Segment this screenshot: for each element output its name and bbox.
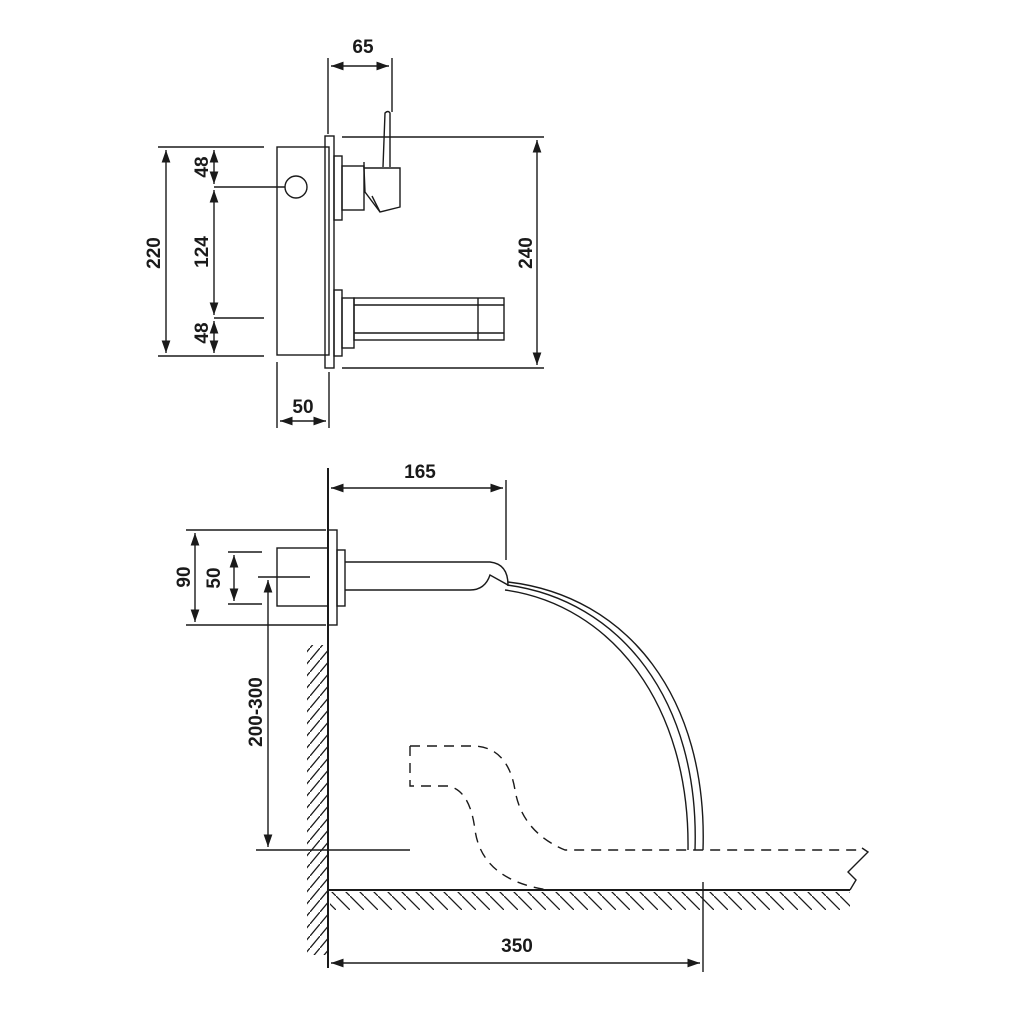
dim-install-height: 200-300 bbox=[246, 576, 410, 851]
dim-body-height: 50 bbox=[204, 551, 262, 605]
handle-hole bbox=[284, 175, 308, 199]
dim-text-124: 124 bbox=[192, 236, 213, 268]
wall-plate bbox=[324, 135, 335, 369]
dim-text-240: 240 bbox=[516, 237, 537, 269]
top-view: 65 240 220 48 124 48 bbox=[144, 37, 544, 428]
dim-text-165: 165 bbox=[404, 462, 436, 483]
dim-chain: 48 124 48 bbox=[192, 150, 264, 353]
lever-handle bbox=[333, 110, 401, 221]
side-view: 165 90 50 200-300 350 bbox=[174, 462, 870, 972]
dim-lever-width: 65 bbox=[327, 37, 393, 134]
dim-basin-distance: 350 bbox=[331, 882, 704, 972]
dim-overall-height: 240 bbox=[342, 136, 544, 369]
dim-depth: 50 bbox=[276, 362, 330, 428]
basin-dashed-outline bbox=[409, 745, 862, 891]
dim-text-220: 220 bbox=[144, 237, 165, 269]
dim-spout-reach: 165 bbox=[331, 462, 507, 560]
dim-text-50-body: 50 bbox=[204, 567, 225, 588]
side-spout bbox=[345, 561, 509, 591]
dim-text-50-depth: 50 bbox=[292, 397, 313, 418]
side-plate bbox=[327, 529, 338, 626]
spout-top bbox=[333, 289, 505, 357]
dim-plate-height: 90 bbox=[174, 529, 326, 626]
dim-text-48-top: 48 bbox=[192, 156, 213, 177]
dim-text-90: 90 bbox=[174, 566, 195, 587]
mixer-body bbox=[276, 146, 330, 356]
dim-text-48-bottom: 48 bbox=[192, 322, 213, 343]
dim-text-65: 65 bbox=[352, 37, 374, 58]
counter-hatch bbox=[330, 892, 850, 910]
dim-text-350: 350 bbox=[501, 936, 533, 957]
dim-text-200-300: 200-300 bbox=[246, 677, 267, 747]
dim-total-height: 220 bbox=[144, 146, 264, 357]
wall-hatch bbox=[307, 645, 327, 955]
water-stream bbox=[504, 581, 704, 851]
